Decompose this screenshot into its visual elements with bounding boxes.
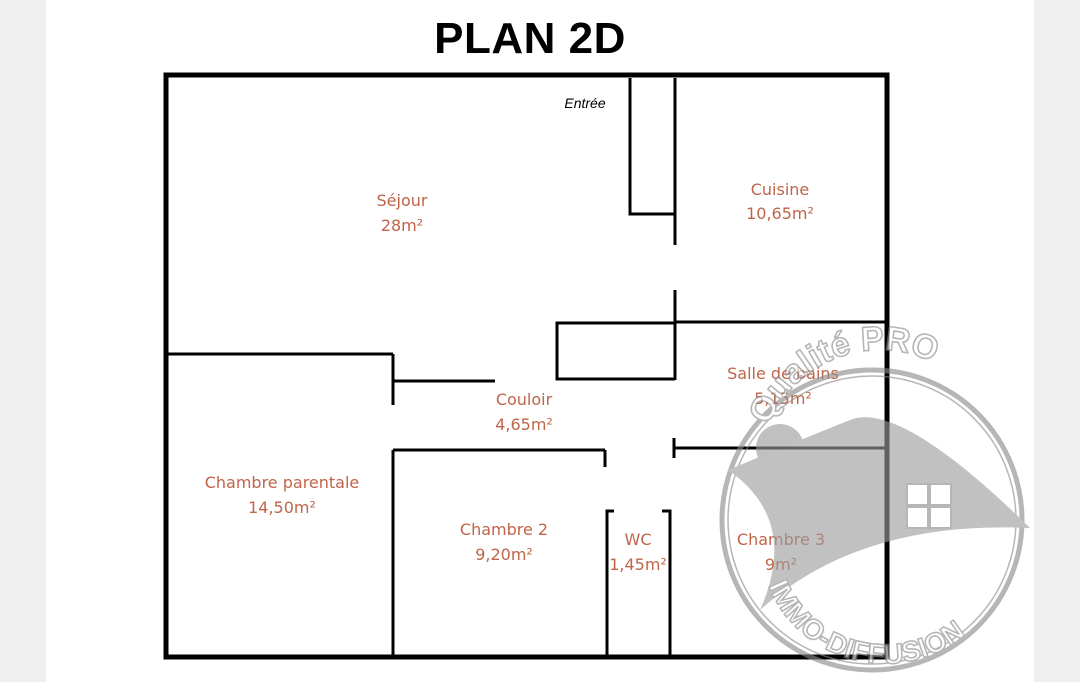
room-couloir-name: Couloir xyxy=(496,390,553,409)
entry-closet-wall xyxy=(628,78,675,216)
room-chambre-parentale: Chambre parentale 14,50m² xyxy=(205,473,360,517)
quality-stamp: Qualité PRO IMMO-DIFFUSION xyxy=(719,319,1030,673)
wc-right-wall xyxy=(662,509,672,655)
room-wc-area: 1,45m² xyxy=(609,555,667,574)
room-cuisine-area: 10,65m² xyxy=(746,204,814,223)
hall-closet-wall xyxy=(555,321,675,381)
room-sejour: Séjour 28m² xyxy=(377,191,428,235)
stamp-outer-ring xyxy=(719,367,1025,673)
room-wc-name: WC xyxy=(625,530,652,549)
room-wc: WC 1,45m² xyxy=(609,530,667,574)
stamp-house-icon xyxy=(906,483,952,529)
room-couloir-area: 4,65m² xyxy=(495,415,553,434)
room-chambre-parentale-name: Chambre parentale xyxy=(205,473,360,492)
entry-label: Entrée xyxy=(564,95,605,111)
wc-left-wall xyxy=(605,509,614,655)
room-chambre-2-name: Chambre 2 xyxy=(460,520,548,539)
interior-walls xyxy=(168,78,885,655)
room-couloir: Couloir 4,65m² xyxy=(495,390,553,434)
room-chambre-parentale-area: 14,50m² xyxy=(248,498,316,517)
plan-title: PLAN 2D xyxy=(434,14,626,63)
room-chambre-2: Chambre 2 9,20m² xyxy=(460,520,548,564)
room-sejour-area: 28m² xyxy=(381,216,423,235)
outer-wall xyxy=(163,72,890,660)
room-salle-de-bains-name: Salle de bains xyxy=(727,364,839,383)
room-sejour-name: Séjour xyxy=(377,191,428,210)
room-cuisine: Cuisine 10,65m² xyxy=(746,180,814,223)
room-chambre-2-area: 9,20m² xyxy=(475,545,533,564)
stamp-swoosh-icon xyxy=(728,417,1030,610)
plan-sheet xyxy=(46,0,1034,682)
room-cuisine-name: Cuisine xyxy=(751,180,810,199)
